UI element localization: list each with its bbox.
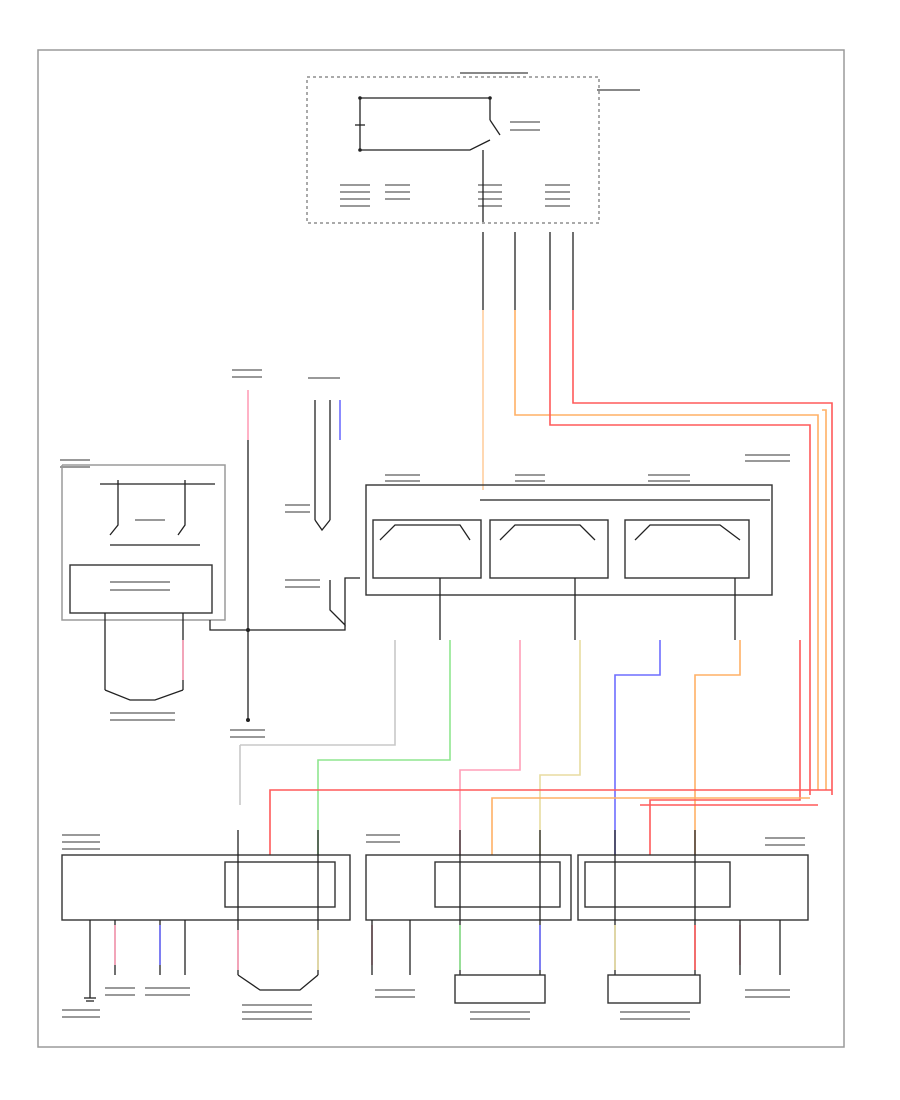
right-rear-door-module: [577, 830, 809, 1020]
wire-harness-trunk: [482, 310, 833, 795]
master-switch-module: [306, 72, 640, 224]
ground-symbol: [84, 990, 96, 1002]
fuse-and-relay-feeds: [209, 369, 360, 805]
master-switch-connector: [482, 150, 574, 310]
driver-door-module: [60, 459, 226, 721]
passenger-door-module: [61, 830, 351, 1020]
diagram-frame: [37, 49, 845, 1048]
door-feed-wires: [240, 640, 832, 855]
left-rear-door-module: [365, 830, 572, 1020]
door-switch-modules: [365, 454, 790, 640]
